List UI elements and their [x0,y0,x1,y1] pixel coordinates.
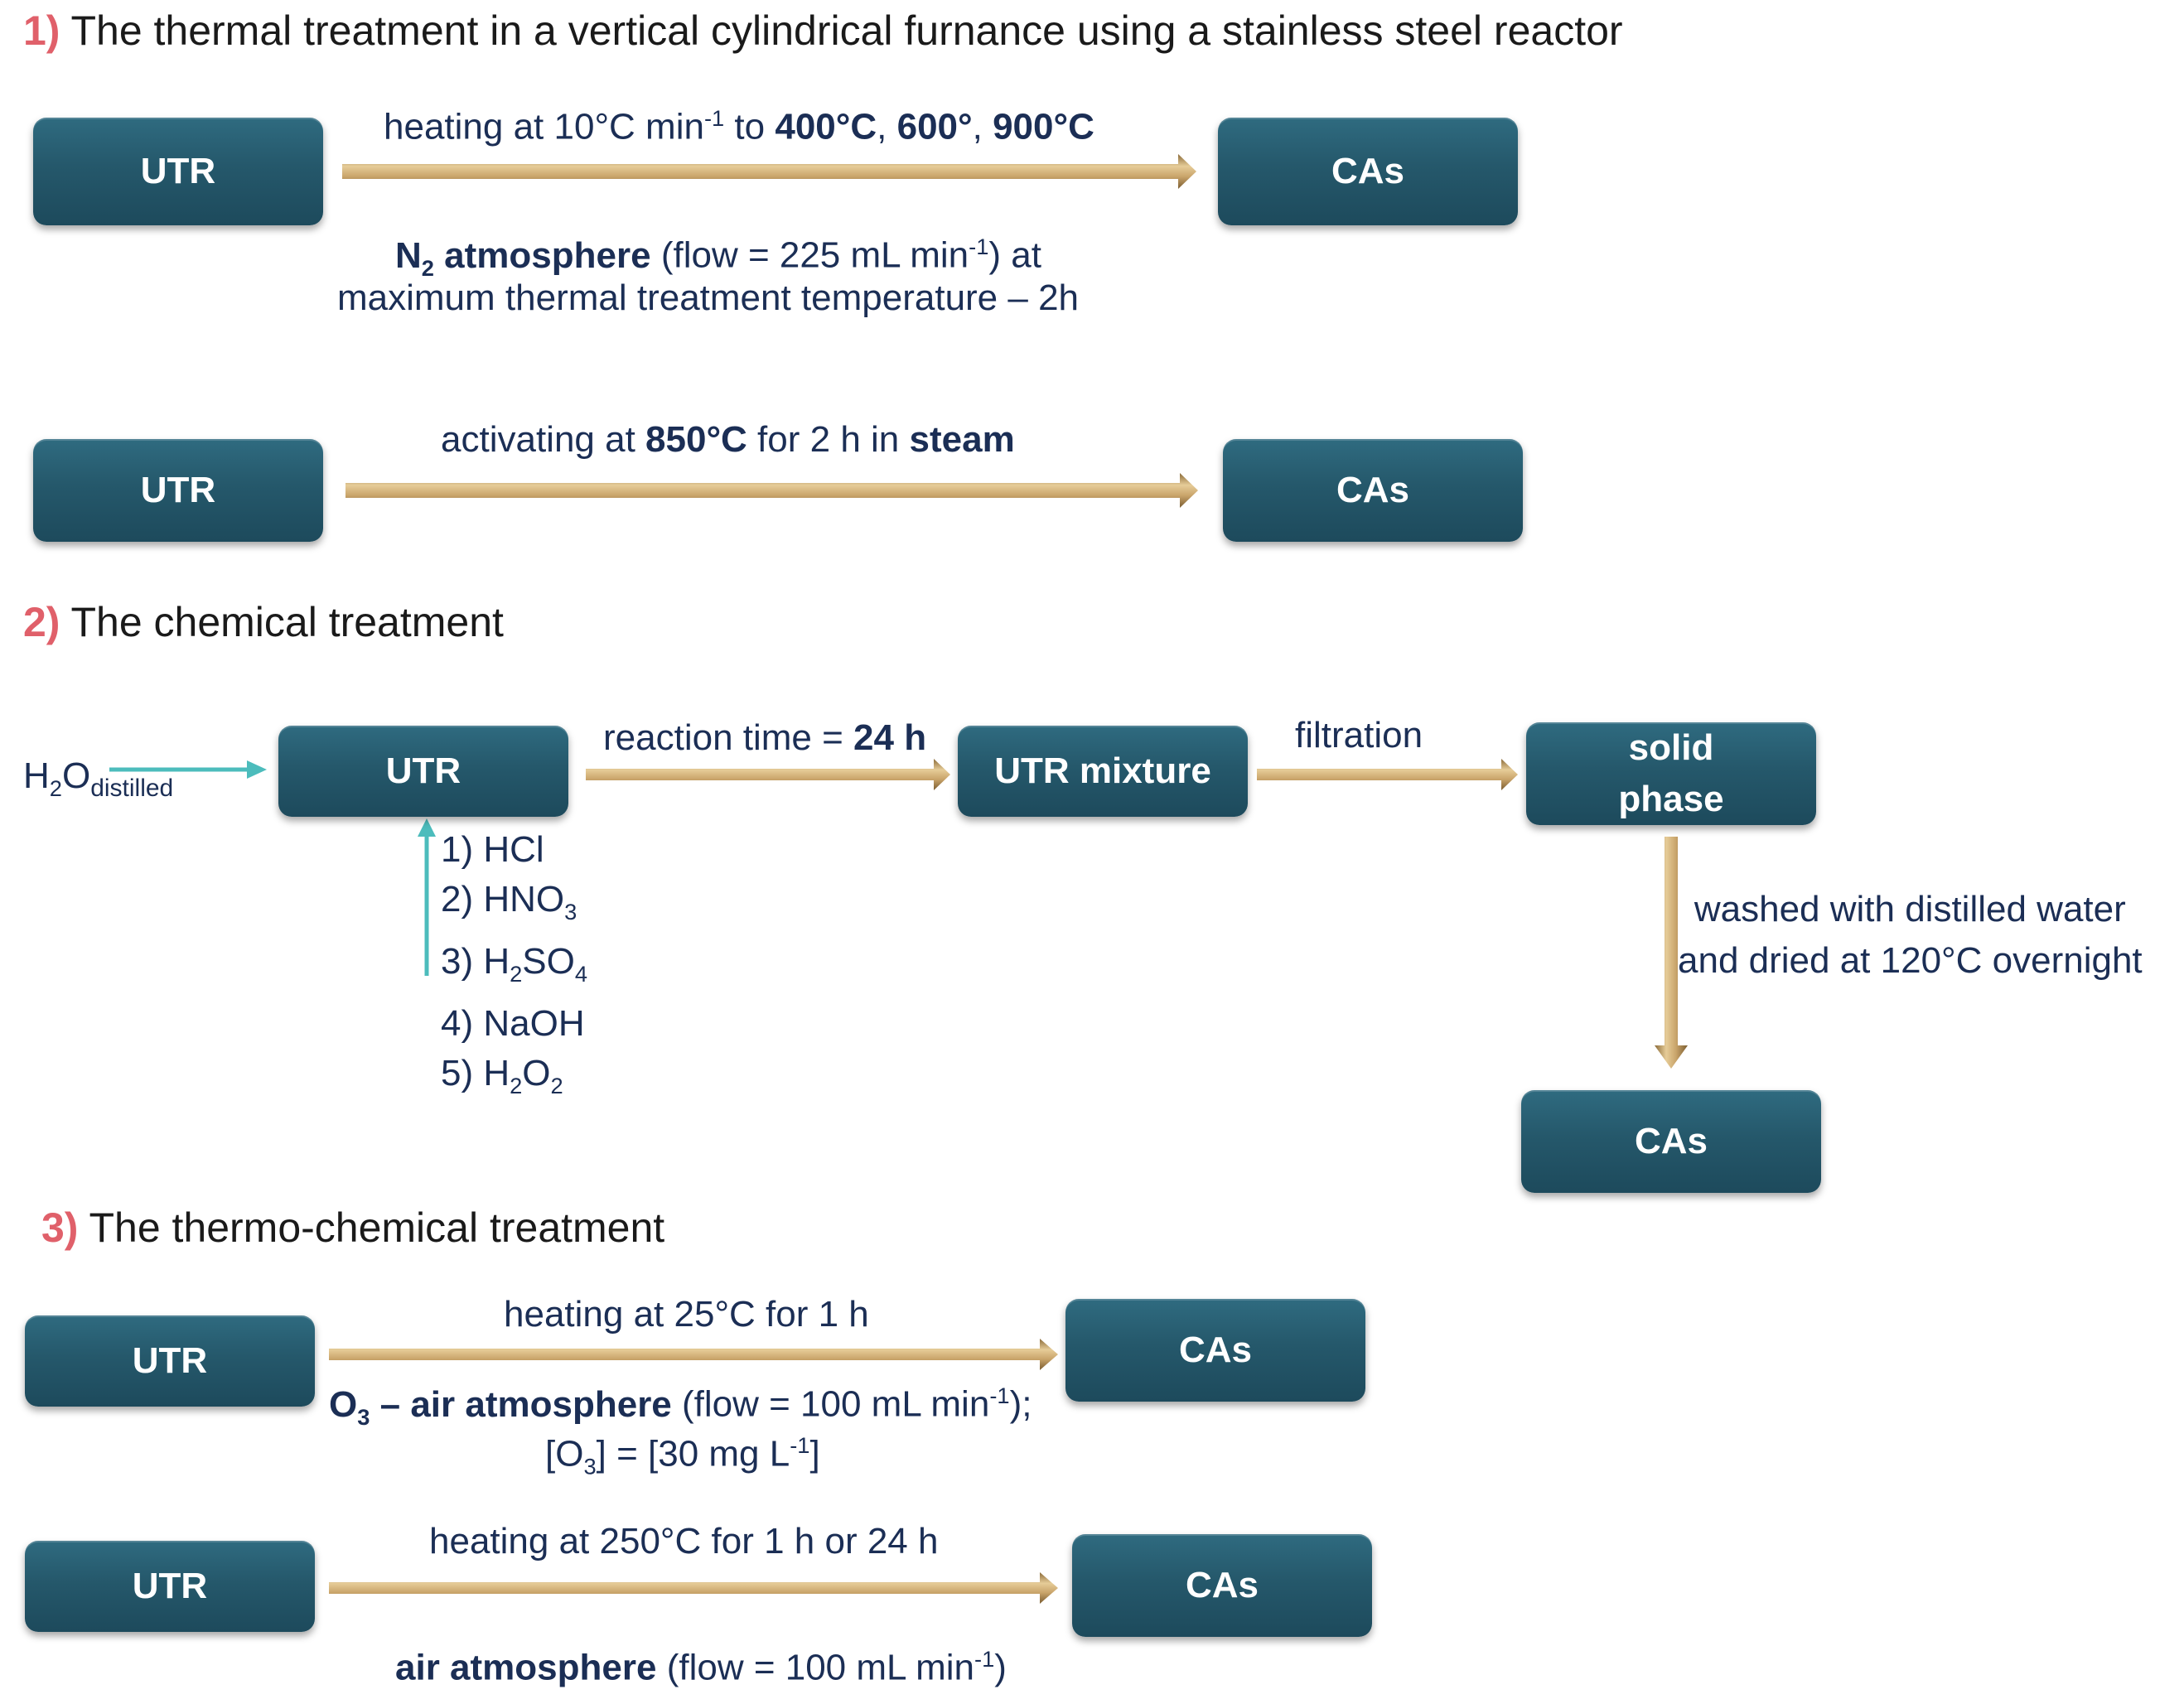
section2-heading: 2) The chemical treatment [23,599,504,645]
reagent-list: 1) HCl 2) HNO3 3) H2SO4 4) NaOH 5) H2O2 [441,825,587,1110]
activating-label: activating at 850°C for 2 h in steam [441,419,1015,460]
heating-250c-label: heating at 250°C for 1 h or 24 h [429,1521,939,1561]
arrow-filtration [1257,759,1518,790]
arrow-reaction [586,759,950,790]
cas-box: CAs [1072,1534,1372,1637]
reagent-h2o2: 5) H2O2 [441,1052,563,1098]
reagent-naoh: 4) NaOH [441,1002,585,1044]
reagent-hno3: 2) HNO3 [441,879,577,924]
filtration-label: filtration [1295,715,1423,755]
section1-heading: 1) The thermal treatment in a vertical c… [23,7,1623,54]
section3-heading: 3) The thermo-chemical treatment [41,1204,665,1251]
air-atmosphere-label: air atmosphere (flow = 100 mL min-1) [395,1646,1007,1688]
n2-atmosphere-label: N2 atmosphere (flow = 225 mL min-1) at [395,234,1041,281]
cas-box: CAs [1065,1299,1365,1402]
cas-box: CAs [1521,1090,1821,1193]
washed-dried-label: washed with distilled water and dried at… [1678,889,2143,981]
o3-concentration-label: [O3] = [30 mg L-1] [545,1432,820,1479]
heating-label: heating at 10°C min-1 to 400°C, 600°, 90… [384,105,1094,147]
h2o-distilled-label: H2Odistilled [23,755,174,802]
utr-mixture-box: UTR mixture [958,726,1248,817]
utr-box: UTR [33,118,323,225]
max-temperature-label: maximum thermal treatment temperature – … [337,278,1080,318]
o3-air-atmosphere-label: O3 – air atmosphere (flow = 100 mL min-1… [329,1383,1032,1430]
utr-box: UTR [33,439,323,542]
arrow-thermo1 [329,1339,1058,1370]
arrow-thermo2 [329,1572,1058,1604]
solid-phase-box: solid phase [1526,722,1816,825]
arrow-washed [1655,837,1688,1069]
reagent-h2so4: 3) H2SO4 [441,940,588,987]
reagent-hcl: 1) HCl [441,829,544,870]
utr-box: UTR [25,1315,315,1407]
cas-box: CAs [1223,439,1523,542]
heating-25c-label: heating at 25°C for 1 h [504,1294,869,1335]
cas-box: CAs [1218,118,1518,225]
reaction-time-label: reaction time = 24 h [603,717,927,758]
utr-box: UTR [278,726,568,817]
arrow-heating [342,154,1196,189]
arrow-activating [345,473,1198,508]
utr-box: UTR [25,1541,315,1632]
